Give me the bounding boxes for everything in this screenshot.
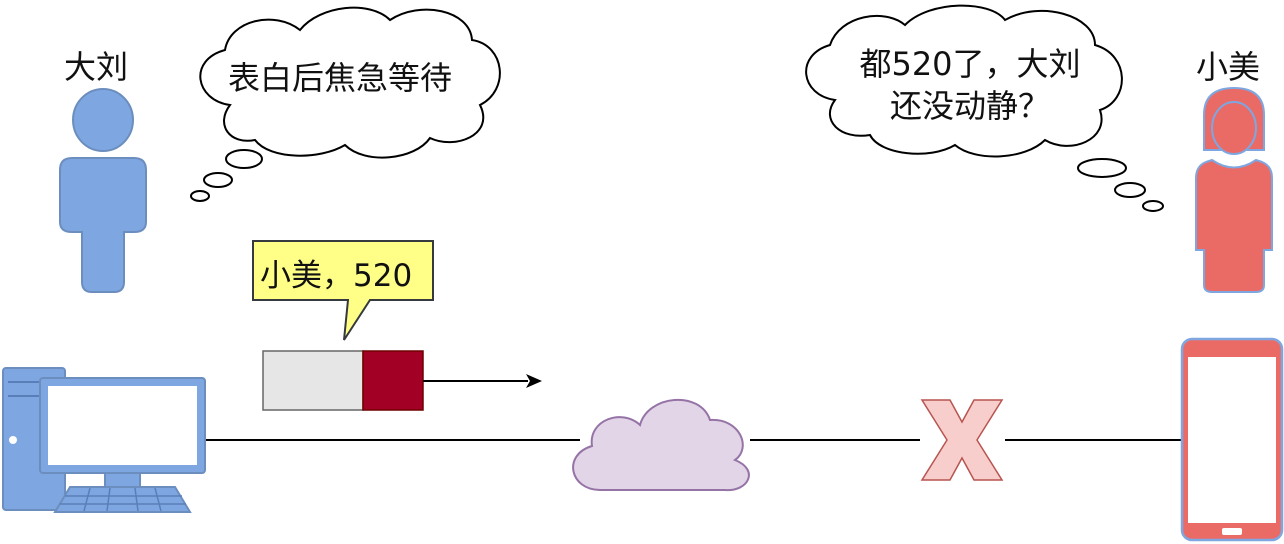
left-thought-cloud — [190, 6, 501, 202]
network-cloud-icon — [572, 398, 750, 492]
keyboard-keys — [60, 487, 186, 512]
message-text: 小美，520 — [260, 258, 413, 294]
packet-head — [362, 350, 424, 411]
left-thought-text: 表白后焦急等待 — [227, 59, 452, 97]
smartphone-icon — [1180, 337, 1284, 542]
computer-icon — [2, 367, 206, 513]
arrow-head-icon — [526, 374, 542, 388]
person-female-icon — [1195, 86, 1273, 293]
left-person-name: 大刘 — [64, 48, 129, 86]
right-thought-line2: 还没动静？ — [889, 87, 1050, 125]
right-thought-cloud — [805, 4, 1164, 212]
person-male-icon — [59, 88, 147, 293]
message-callout — [252, 240, 434, 341]
right-person-name: 小美 — [1196, 48, 1261, 86]
right-thought-line1: 都520了，大刘 — [859, 45, 1081, 83]
packet-body — [262, 350, 364, 411]
broken-link-x-icon — [920, 399, 1004, 481]
